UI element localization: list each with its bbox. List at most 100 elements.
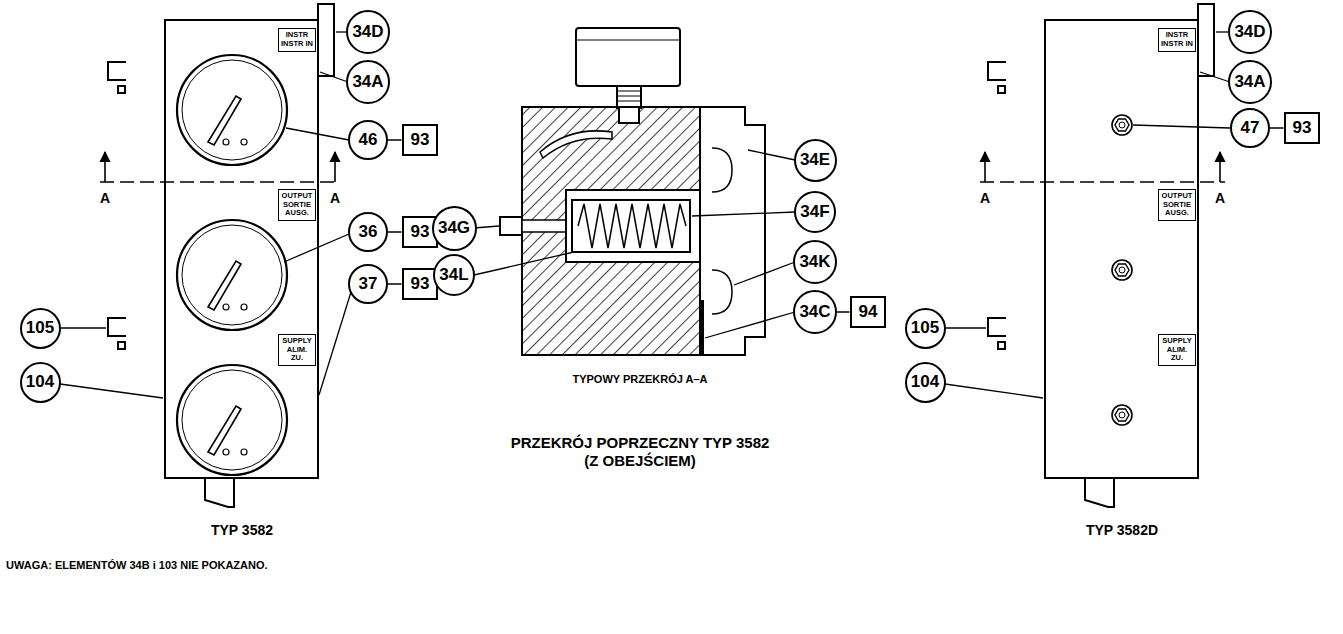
port-label-plate: INSTR INSTR IN [1158, 28, 1196, 51]
pipe-plug [1112, 115, 1132, 425]
node-text: 34K [799, 253, 830, 272]
leader-line [474, 252, 574, 275]
leader-line [319, 292, 351, 395]
callout-number: 34E [794, 139, 837, 182]
note-text: UWAGA: ELEMENTÓW 34B i 103 NIE POKAZANO. [6, 559, 268, 572]
callout-number: 34A [346, 60, 390, 104]
reference-box: 93 [1284, 112, 1321, 144]
node-text: 34E [800, 151, 830, 170]
gauge-housing [988, 4, 1214, 507]
pressure-gauge [177, 220, 287, 330]
port-label-plate: OUTPUT SORTIE AUSG. [278, 189, 316, 221]
node-text: 93 [411, 274, 430, 294]
gauge-housing [165, 20, 318, 478]
gauge-housing [318, 4, 334, 76]
section-line [100, 152, 340, 182]
valve-section [617, 101, 641, 102]
callout-number: 105 [20, 308, 61, 349]
view-caption: TYP 3582 [211, 522, 273, 539]
node-text: 94 [859, 302, 878, 322]
leader-line [474, 226, 499, 228]
gauge-housing [998, 342, 1005, 349]
pipe-plug [1112, 405, 1132, 425]
view-caption: TYP 3582D [1086, 522, 1158, 539]
section-line [100, 181, 340, 183]
section-line [980, 152, 1225, 182]
callout-number: 104 [905, 362, 946, 403]
port-label-plate: INSTR INSTR IN [278, 28, 316, 51]
reference-box: 94 [850, 296, 887, 328]
leader-line [60, 32, 351, 398]
valve-section [500, 217, 522, 235]
leader-line [61, 327, 106, 328]
gauge-housing [1198, 4, 1214, 76]
valve-section [500, 28, 765, 355]
leader-line [748, 150, 795, 160]
valve-section [576, 28, 680, 86]
leader-line [286, 128, 349, 140]
gauge-housing [1045, 20, 1198, 478]
valve-section [617, 86, 641, 108]
node-text: 34A [352, 73, 383, 92]
node-text: 36 [359, 223, 378, 242]
node-text: INSTR INSTR IN [280, 31, 314, 48]
connector-line [1270, 127, 1284, 129]
leader-line [474, 150, 795, 338]
section-line [1219, 152, 1221, 182]
valve-section [617, 91, 641, 101]
section-letter: A [1215, 190, 1225, 207]
callout-number: 34A [1228, 60, 1272, 104]
callout-number: 37 [348, 264, 388, 304]
valve-section [617, 91, 641, 92]
pipe-plug [1112, 115, 1132, 135]
callout-number: 34K [793, 240, 837, 284]
node-text: 105 [911, 319, 939, 338]
pressure-gauge [177, 55, 287, 165]
valve-section [617, 96, 641, 97]
connector-line [837, 311, 850, 313]
valve-section [712, 148, 732, 192]
node-text: 37 [359, 275, 378, 294]
leader-line [734, 262, 795, 285]
leader-line [1200, 72, 1230, 82]
section-letter: A [100, 190, 110, 207]
node-text: SUPPLY ALIM. ZU. [1160, 337, 1194, 363]
callout-number: 34G [432, 206, 477, 251]
node-text: 46 [359, 131, 378, 150]
node-text: 34D [1234, 23, 1265, 42]
section-line [104, 152, 106, 182]
valve-section [576, 40, 680, 41]
port-label-plate: OUTPUT SORTIE AUSG. [1158, 189, 1196, 221]
node-text: 93 [411, 222, 430, 242]
callout-number: 105 [905, 308, 946, 349]
node-text: OUTPUT SORTIE AUSG. [280, 192, 314, 218]
gauge-housing [1085, 478, 1114, 507]
gauge-housing [988, 318, 1006, 336]
callout-number: 104 [20, 362, 61, 403]
node-text: 104 [26, 373, 54, 392]
gauge-housing [988, 62, 1006, 80]
gauge-housing [108, 318, 126, 336]
leader-line [945, 32, 1230, 398]
leader-line [705, 312, 795, 338]
callout-number: 46 [348, 120, 388, 160]
section-letter: A [980, 190, 990, 207]
reference-box: 93 [402, 124, 439, 156]
valve-section [566, 190, 702, 262]
node-text: SUPPLY ALIM. ZU. [280, 337, 314, 363]
leader-line [284, 234, 349, 262]
gauge-housing [998, 86, 1005, 93]
pressure-gauge [177, 55, 287, 475]
callout-number: 34C [793, 290, 837, 334]
node-text: 34F [800, 203, 829, 222]
valve-section [540, 131, 612, 158]
node-text: 105 [26, 319, 54, 338]
pressure-gauge [177, 365, 287, 475]
leader-line [1133, 125, 1230, 128]
pipe-plug [1112, 260, 1132, 280]
callout-number: 47 [1230, 108, 1270, 148]
